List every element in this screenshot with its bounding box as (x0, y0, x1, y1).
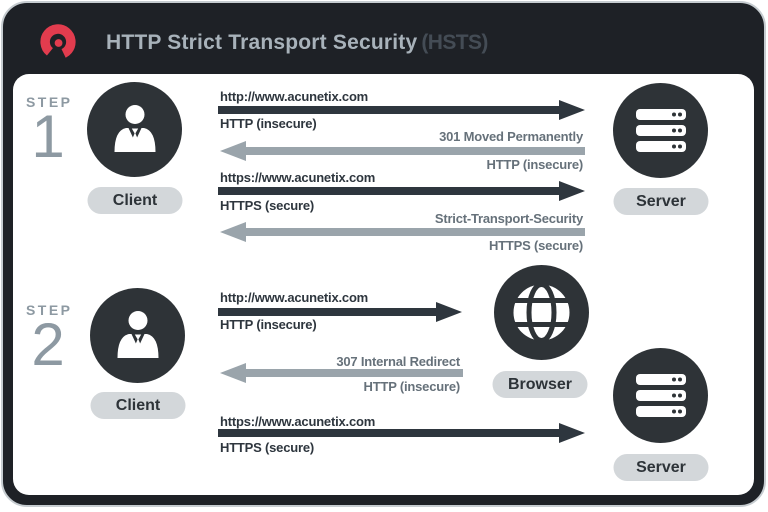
arrow-right-icon (218, 100, 585, 120)
browser-avatar (494, 265, 589, 360)
arrow-right-icon (218, 423, 585, 443)
msg-title: 301 Moved Permanently (439, 129, 583, 144)
person-icon (117, 310, 158, 358)
server1-avatar (613, 83, 708, 178)
msg-caption: HTTPS (secure) (220, 440, 315, 455)
browser-pill: Browser (492, 371, 588, 398)
arrow-right-icon (218, 302, 462, 322)
server2-avatar (613, 348, 708, 443)
client2-avatar (90, 288, 185, 383)
arrow-right-icon (218, 181, 585, 201)
server-icon (635, 108, 686, 152)
msg-caption: HTTP (insecure) (486, 157, 584, 172)
msg-caption: HTTP (insecure) (363, 379, 461, 394)
msg-caption: HTTPS (secure) (220, 198, 315, 213)
arrow-left-icon (220, 363, 463, 383)
title-suffix: (HSTS) (421, 31, 488, 54)
client2-pill: Client (90, 392, 186, 419)
globe-icon (512, 283, 571, 342)
server2-pill: Server (613, 454, 709, 481)
step1-label: STEP 1 (25, 94, 73, 170)
msg-title: 307 Internal Redirect (336, 354, 460, 369)
msg-title: http://www.acunetix.com (220, 89, 369, 104)
client1-avatar (87, 82, 182, 177)
arrow-left-icon (220, 141, 585, 161)
server-icon (635, 373, 686, 417)
page-title: HTTP Strict Transport Security (HSTS) (106, 31, 488, 55)
msg-caption: HTTPS (secure) (488, 238, 583, 253)
msg-title: https://www.acunetix.com (220, 170, 376, 185)
msg-title: http://www.acunetix.com (220, 290, 369, 305)
msg-caption: HTTP (insecure) (220, 116, 317, 131)
msg-caption: HTTP (insecure) (220, 317, 317, 332)
client1-pill: Client (87, 187, 183, 214)
arrow-left-icon (220, 222, 585, 242)
title-text: HTTP Strict Transport Security (106, 31, 418, 54)
step2-label: STEP 2 (25, 302, 73, 378)
acunetix-logo-icon (40, 24, 76, 60)
msg-title: Strict-Transport-Security (434, 211, 583, 226)
msg-title: https://www.acunetix.com (220, 414, 376, 429)
person-icon (114, 104, 155, 152)
server1-pill: Server (613, 188, 709, 215)
